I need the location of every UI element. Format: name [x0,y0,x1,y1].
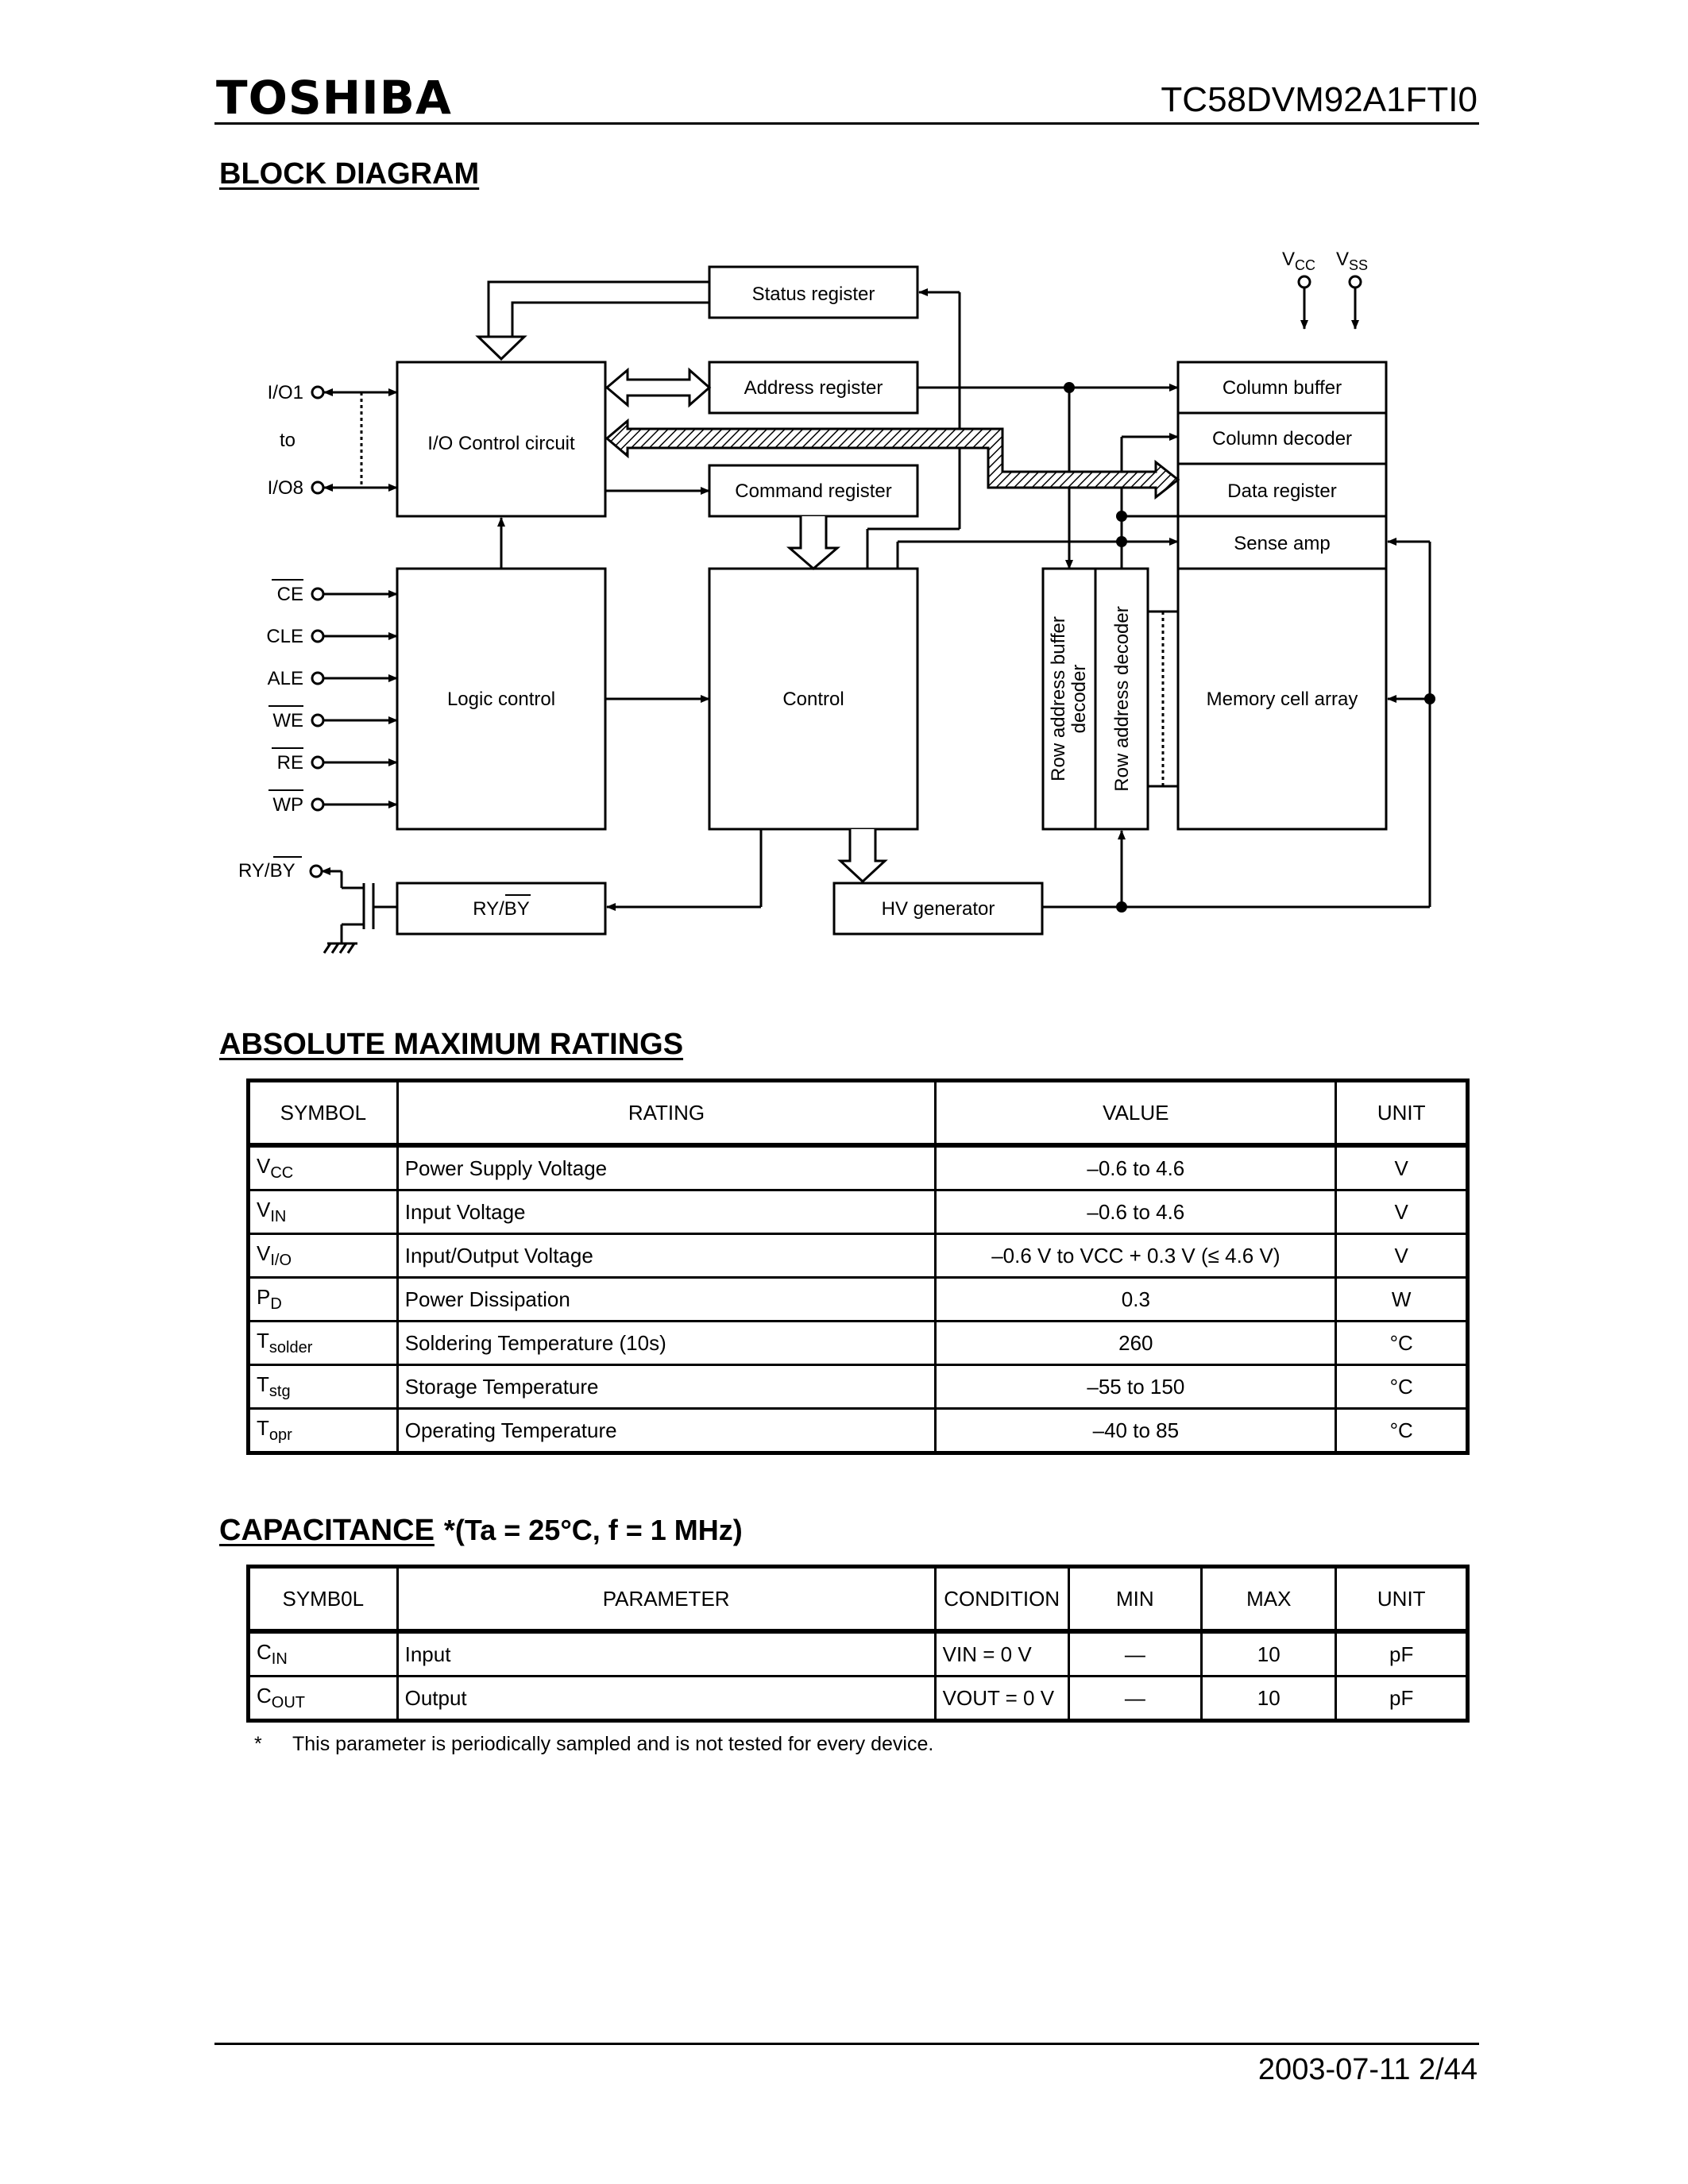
column-decoder-label: Column decoder [1212,428,1352,450]
col-rating: RATING [396,1079,937,1147]
status-register-label: Status register [752,284,875,305]
col-unit: UNIT [1335,1565,1469,1633]
footer-date-page: 2003-07-11 2/44 [1257,2053,1477,2086]
table-row: Tstg Storage Temperature –55 to 150 °C [247,1364,1469,1410]
col-parameter: PARAMETER [396,1565,937,1633]
row-address-buffer-label: Row address buffer [1048,616,1069,781]
table-row: PD Power Dissipation 0.3 W [247,1276,1469,1322]
hv-generator-block [832,882,1044,936]
pin-io1-label: I/O1 [268,382,303,403]
pin-we-label: WE [272,710,303,731]
pin-re-label: RE [277,752,303,774]
pin-ce-label: CE [277,584,303,605]
memory-cell-array-block [1176,567,1388,831]
ry-by-block [396,882,607,936]
pin-to-label: to [280,430,295,451]
logic-control-label: Logic control [447,689,555,710]
col-symbol: SYMBOL [247,1079,399,1147]
io-control-label: I/O Control circuit [427,433,575,454]
pin-ale-label: ALE [268,668,303,689]
footnote: *This parameter is periodically sampled … [254,1733,934,1755]
header-rule [214,122,1479,125]
toshiba-logo: TOSHIBA [216,71,452,125]
pin-io8-label: I/O8 [268,477,303,499]
address-register-label: Address register [744,377,883,399]
table-row: VIN Input Voltage –0.6 to 4.6 V [247,1189,1469,1235]
col-max: MAX [1200,1565,1338,1633]
io-control-block [396,361,607,518]
table-row: Topr Operating Temperature –40 to 85 °C [247,1407,1469,1454]
pin-cle-label: CLE [266,626,303,647]
table-row: VI/O Input/Output Voltage –0.6 V to VCC … [247,1233,1469,1279]
capacitance-condition: *(Ta = 25°C, f = 1 MHz) [443,1514,743,1546]
pin-vss-label: VSS [1336,249,1368,273]
col-value: VALUE [934,1079,1338,1147]
col-unit: UNIT [1335,1079,1469,1147]
pin-vcc-label: VCC [1282,249,1315,273]
col-symbol: SYMB0L [247,1565,399,1633]
ratings-heading: ABSOLUTE MAXIMUM RATINGS [219,1028,684,1061]
block-diagram: Status register Address register Command… [238,249,1435,954]
row-address-decoder-label: Row address decoder [1111,606,1133,791]
memory-cell-array-label: Memory cell array [1207,689,1358,710]
sense-amp-label: Sense amp [1234,533,1330,554]
col-min: MIN [1067,1565,1203,1633]
column-buffer-label: Column buffer [1223,377,1342,399]
table-row: Tsolder Soldering Temperature (10s) 260 … [247,1320,1469,1366]
hv-generator-label: HV generator [882,898,995,920]
row-address-buffer-label-2: decoder [1068,665,1090,734]
part-number: TC58DVM92A1FTI0 [1161,80,1477,119]
capacitance-heading: CAPACITANCE*(Ta = 25°C, f = 1 MHz) [219,1514,743,1547]
status-register-block [708,265,919,319]
col-condition: CONDITION [933,1565,1070,1633]
ratings-table: SYMBOL RATING VALUE UNIT VCC Power Suppl… [246,1078,1470,1455]
table-row: COUT Output VOUT = 0 V — 10 pF [247,1675,1469,1722]
pin-ry-by-label: RY/BY [238,860,295,882]
block-diagram-heading: BLOCK DIAGRAM [219,157,480,191]
capacitance-table: SYMB0L PARAMETER CONDITION MIN MAX UNIT … [246,1565,1470,1723]
footer-rule [214,2043,1479,2045]
control-label: Control [782,689,844,710]
table-row: CIN Input VIN = 0 V — 10 pF [247,1630,1469,1677]
pin-wp-label: WP [272,794,303,816]
data-register-label: Data register [1227,480,1336,502]
table-row: VCC Power Supply Voltage –0.6 to 4.6 V [247,1144,1469,1191]
ry-by-block-label: RY/BY [473,898,530,920]
command-register-label: Command register [735,480,891,502]
